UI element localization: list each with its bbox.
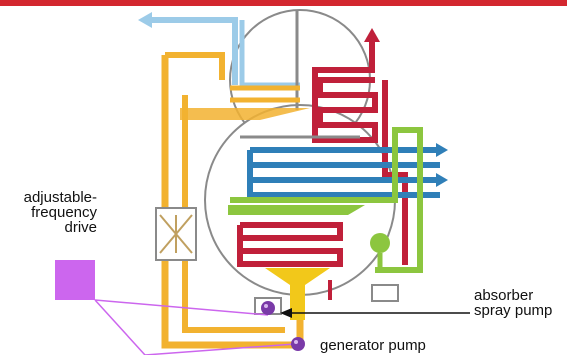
chilled-pump xyxy=(370,233,390,253)
generator-pump-label: generator pump xyxy=(320,338,426,353)
absorber-spray-pump-icon xyxy=(261,301,275,315)
orange-top xyxy=(165,55,222,80)
vapor-outlet-arrow xyxy=(138,12,152,28)
drive-icon xyxy=(55,260,95,300)
aux-pump-housing xyxy=(372,285,398,301)
leader-drive-generator xyxy=(95,300,145,355)
adjustable-frequency-drive-label: adjustable- frequency drive xyxy=(0,190,97,235)
cooling-arrow-2 xyxy=(436,173,448,187)
cooling-arrow-1 xyxy=(436,143,448,157)
steam-arrow xyxy=(364,28,380,42)
generator-pump-icon xyxy=(291,337,305,351)
absorber-spray-pump-label: absorber spray pump xyxy=(474,288,552,318)
chilled-tray xyxy=(228,205,365,215)
leader-drive-absorber xyxy=(95,300,268,315)
